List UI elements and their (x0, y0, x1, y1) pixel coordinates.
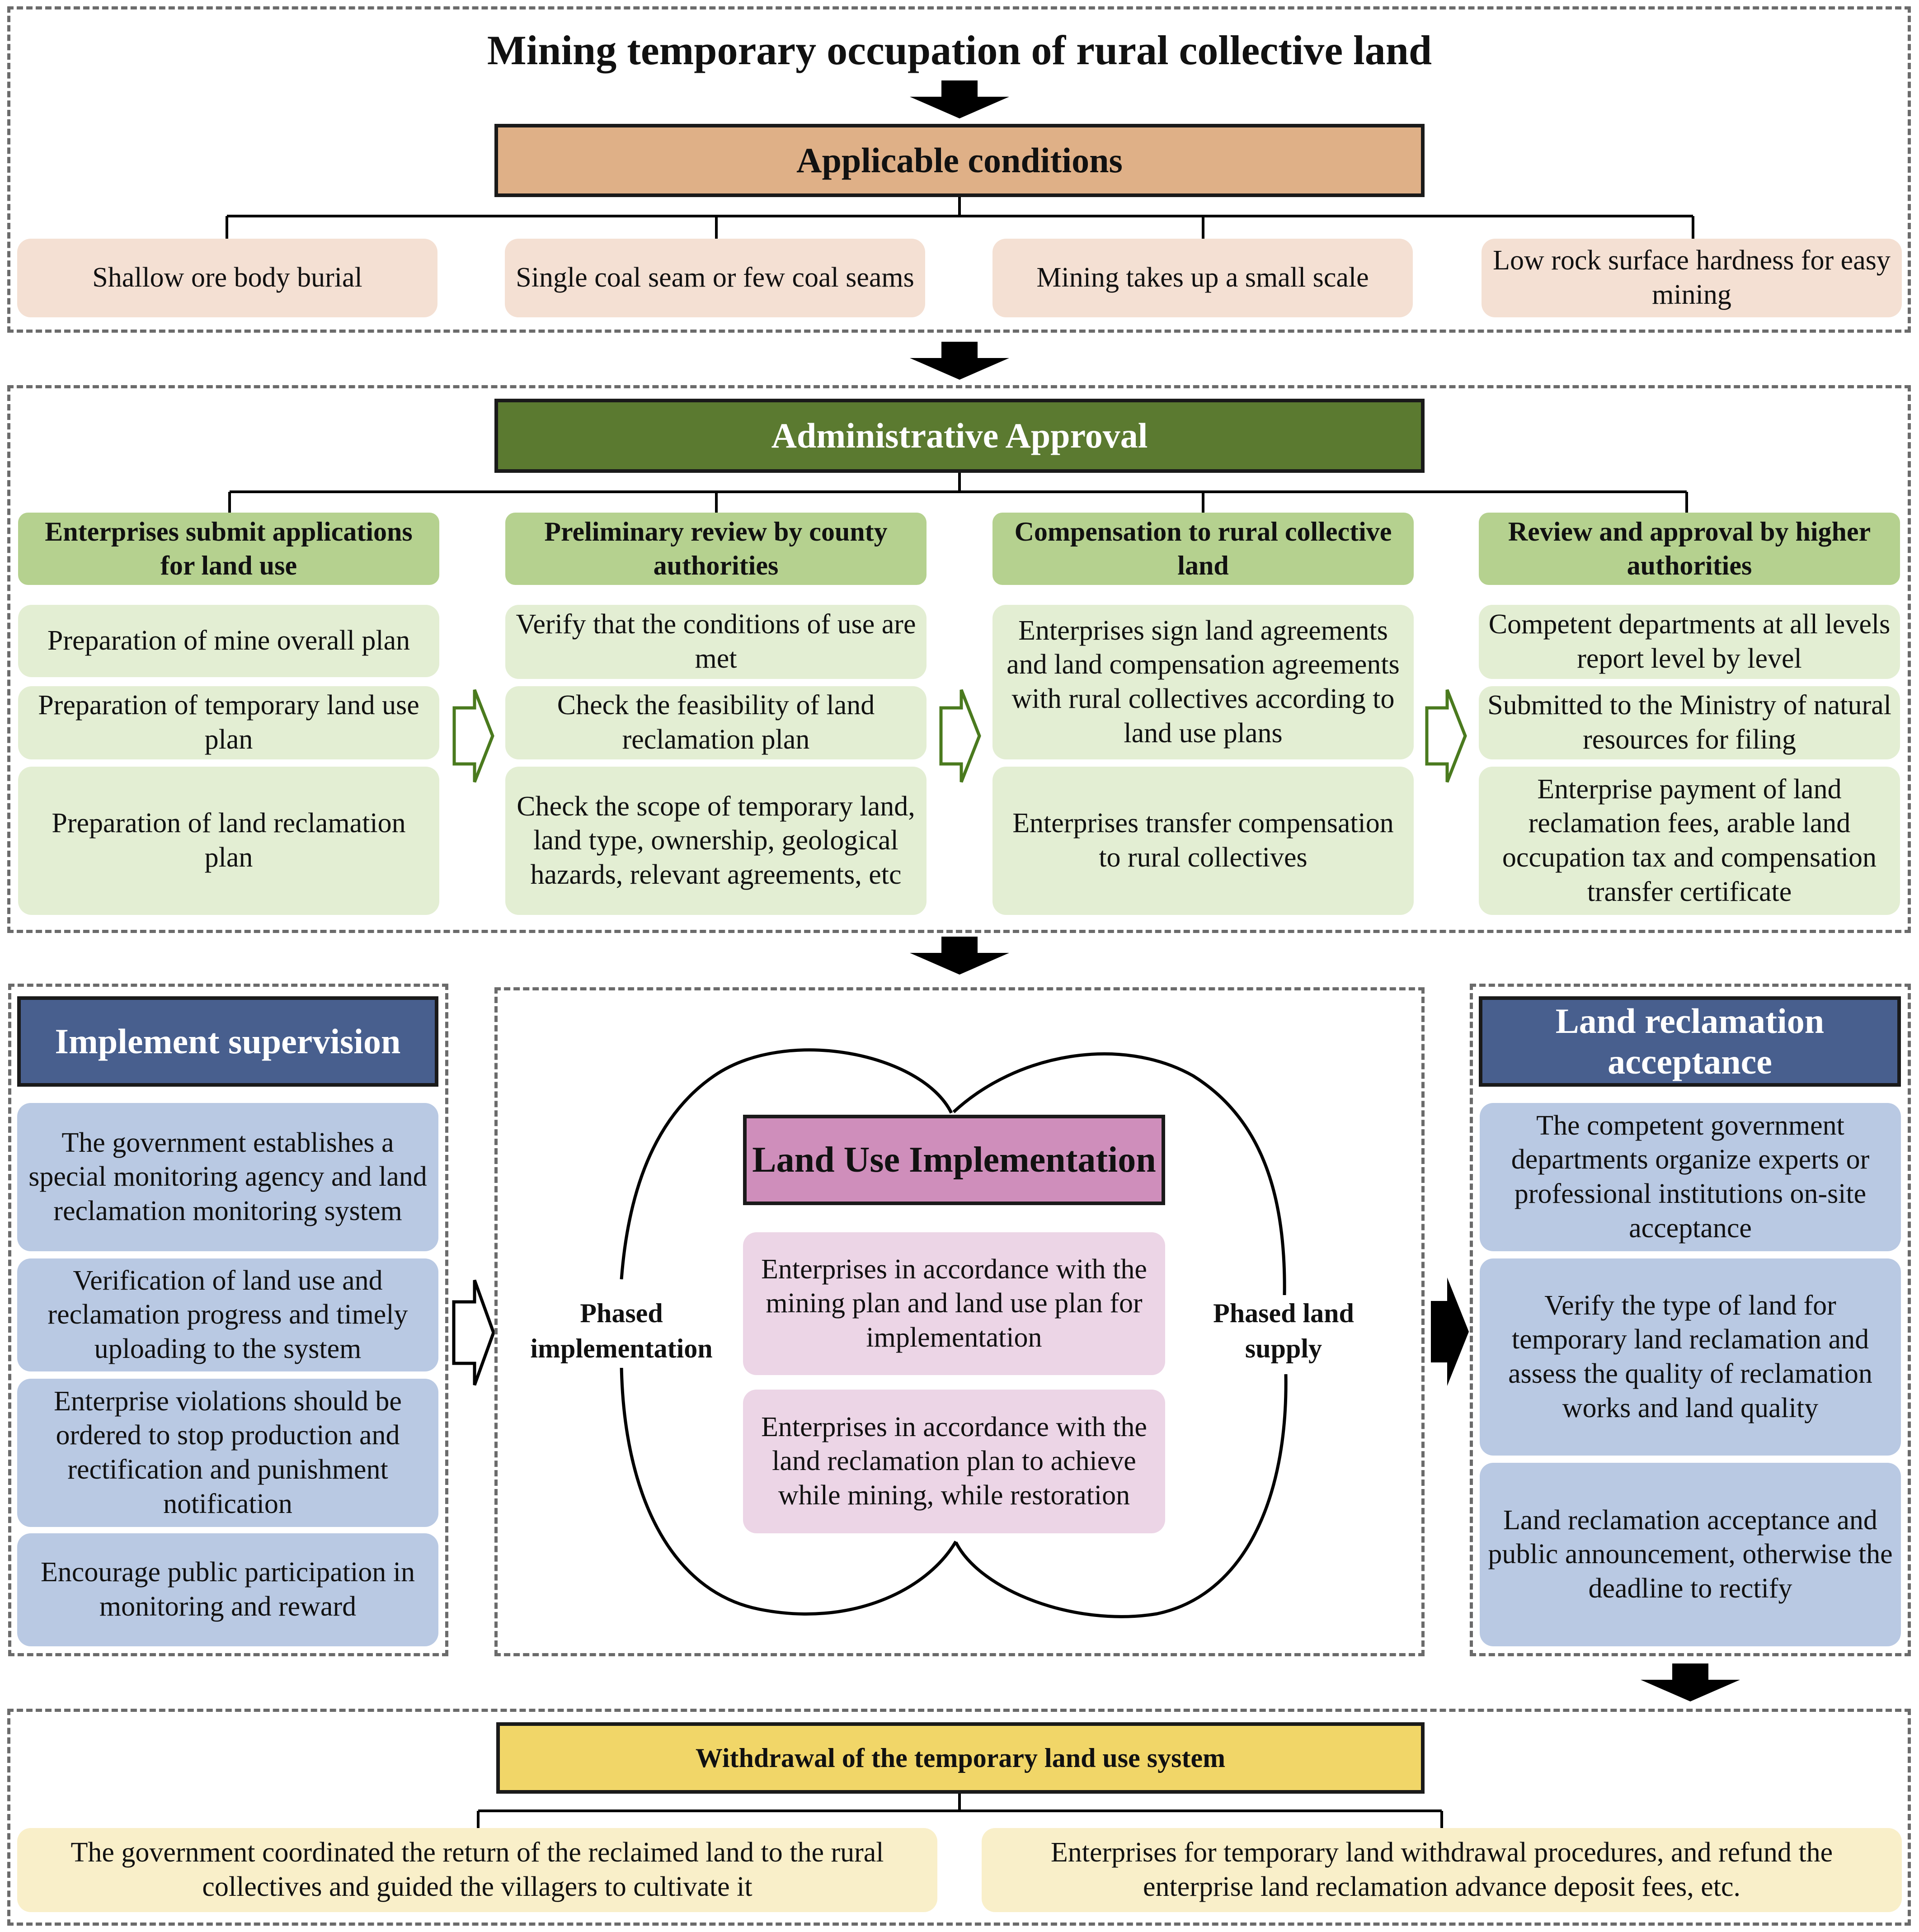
approval-item: Submitted to the Ministry of natural res… (1479, 686, 1900, 759)
approval-item: Preparation of temporary land use plan (18, 686, 439, 759)
approval-item: Enterprises sign land agreements and lan… (992, 605, 1414, 759)
phased-implementation-label: Phased implementation (515, 1296, 728, 1368)
section-supervision (8, 984, 448, 1656)
approval-item: Enterprise payment of land reclamation f… (1479, 767, 1900, 915)
cycle-top-left (620, 1048, 953, 1280)
approval-col-title: Review and approval by higher authoritie… (1479, 513, 1900, 585)
supervision-item: Verification of land use and reclamation… (17, 1258, 438, 1371)
supervision-item: Enterprise violations should be ordered … (17, 1379, 438, 1527)
acceptance-item: Verify the type of land for temporary la… (1480, 1258, 1901, 1456)
supervision-header: Implement supervision (17, 996, 438, 1087)
cycle-bottom-right (954, 1374, 1288, 1618)
withdrawal-item: Enterprises for temporary land withdrawa… (982, 1828, 1902, 1912)
phased-land-supply-label: Phased land supply (1189, 1296, 1378, 1368)
approval-col-title: Enterprises submit applications for land… (18, 513, 439, 585)
green-arrow-1 (452, 689, 494, 783)
down-arrow-4 (1641, 1663, 1740, 1701)
down-arrow-3 (910, 937, 1009, 975)
applicable-item: Mining takes up a small scale (992, 239, 1413, 317)
section-approval (7, 385, 1911, 933)
page-title: Mining temporary occupation of rural col… (487, 27, 1432, 73)
approval-item: Competent departments at all levels repo… (1479, 605, 1900, 679)
approval-header: Administrative Approval (494, 399, 1425, 473)
section-implementation (494, 987, 1425, 1656)
approval-col-title: Preliminary review by county authorities (505, 513, 927, 585)
acceptance-item: Land reclamation acceptance and public a… (1480, 1463, 1901, 1646)
tree-approval (228, 471, 1688, 513)
section-acceptance (1470, 984, 1911, 1656)
cycle-bottom-left (620, 1366, 958, 1616)
section-applicable (7, 6, 1911, 333)
supervision-item: The government establishes a special mon… (17, 1103, 438, 1251)
approval-item: Enterprises transfer compensation to rur… (992, 767, 1414, 915)
right-arrow-black (1431, 1277, 1469, 1386)
approval-item: Check the scope of temporary land, land … (505, 767, 927, 915)
implementation-item: Enterprises in accordance with the minin… (743, 1232, 1165, 1375)
tree-withdrawal (477, 1789, 1443, 1828)
applicable-item: Shallow ore body burial (17, 239, 437, 317)
applicable-item: Single coal seam or few coal seams (505, 239, 925, 317)
approval-col-title: Compensation to rural collective land (992, 513, 1414, 585)
supervision-item: Encourage public participation in monito… (17, 1533, 438, 1646)
acceptance-item: The competent government departments org… (1480, 1103, 1901, 1251)
applicable-header: Applicable conditions (494, 124, 1425, 197)
withdrawal-item: The government coordinated the return of… (17, 1828, 937, 1912)
approval-item: Verify that the conditions of use are me… (505, 605, 927, 679)
section-withdrawal (7, 1709, 1911, 1926)
approval-item: Preparation of mine overall plan (18, 605, 439, 677)
applicable-item: Low rock surface hardness for easy minin… (1482, 239, 1902, 317)
implementation-item: Enterprises in accordance with the land … (743, 1390, 1165, 1533)
implementation-header: Land Use Implementation (743, 1115, 1165, 1205)
down-arrow-2 (910, 342, 1009, 380)
down-arrow-1 (910, 80, 1009, 118)
acceptance-header: Land reclamation acceptance (1479, 996, 1901, 1087)
withdrawal-header: Withdrawal of the temporary land use sys… (496, 1722, 1425, 1794)
tree-applicable (226, 195, 1694, 239)
right-arrow-hollow (452, 1279, 495, 1386)
green-arrow-3 (1425, 689, 1467, 783)
cycle-top-right (952, 1052, 1286, 1296)
green-arrow-2 (939, 689, 981, 783)
approval-item: Preparation of land reclamation plan (18, 767, 439, 915)
approval-item: Check the feasibility of land reclamatio… (505, 686, 927, 759)
